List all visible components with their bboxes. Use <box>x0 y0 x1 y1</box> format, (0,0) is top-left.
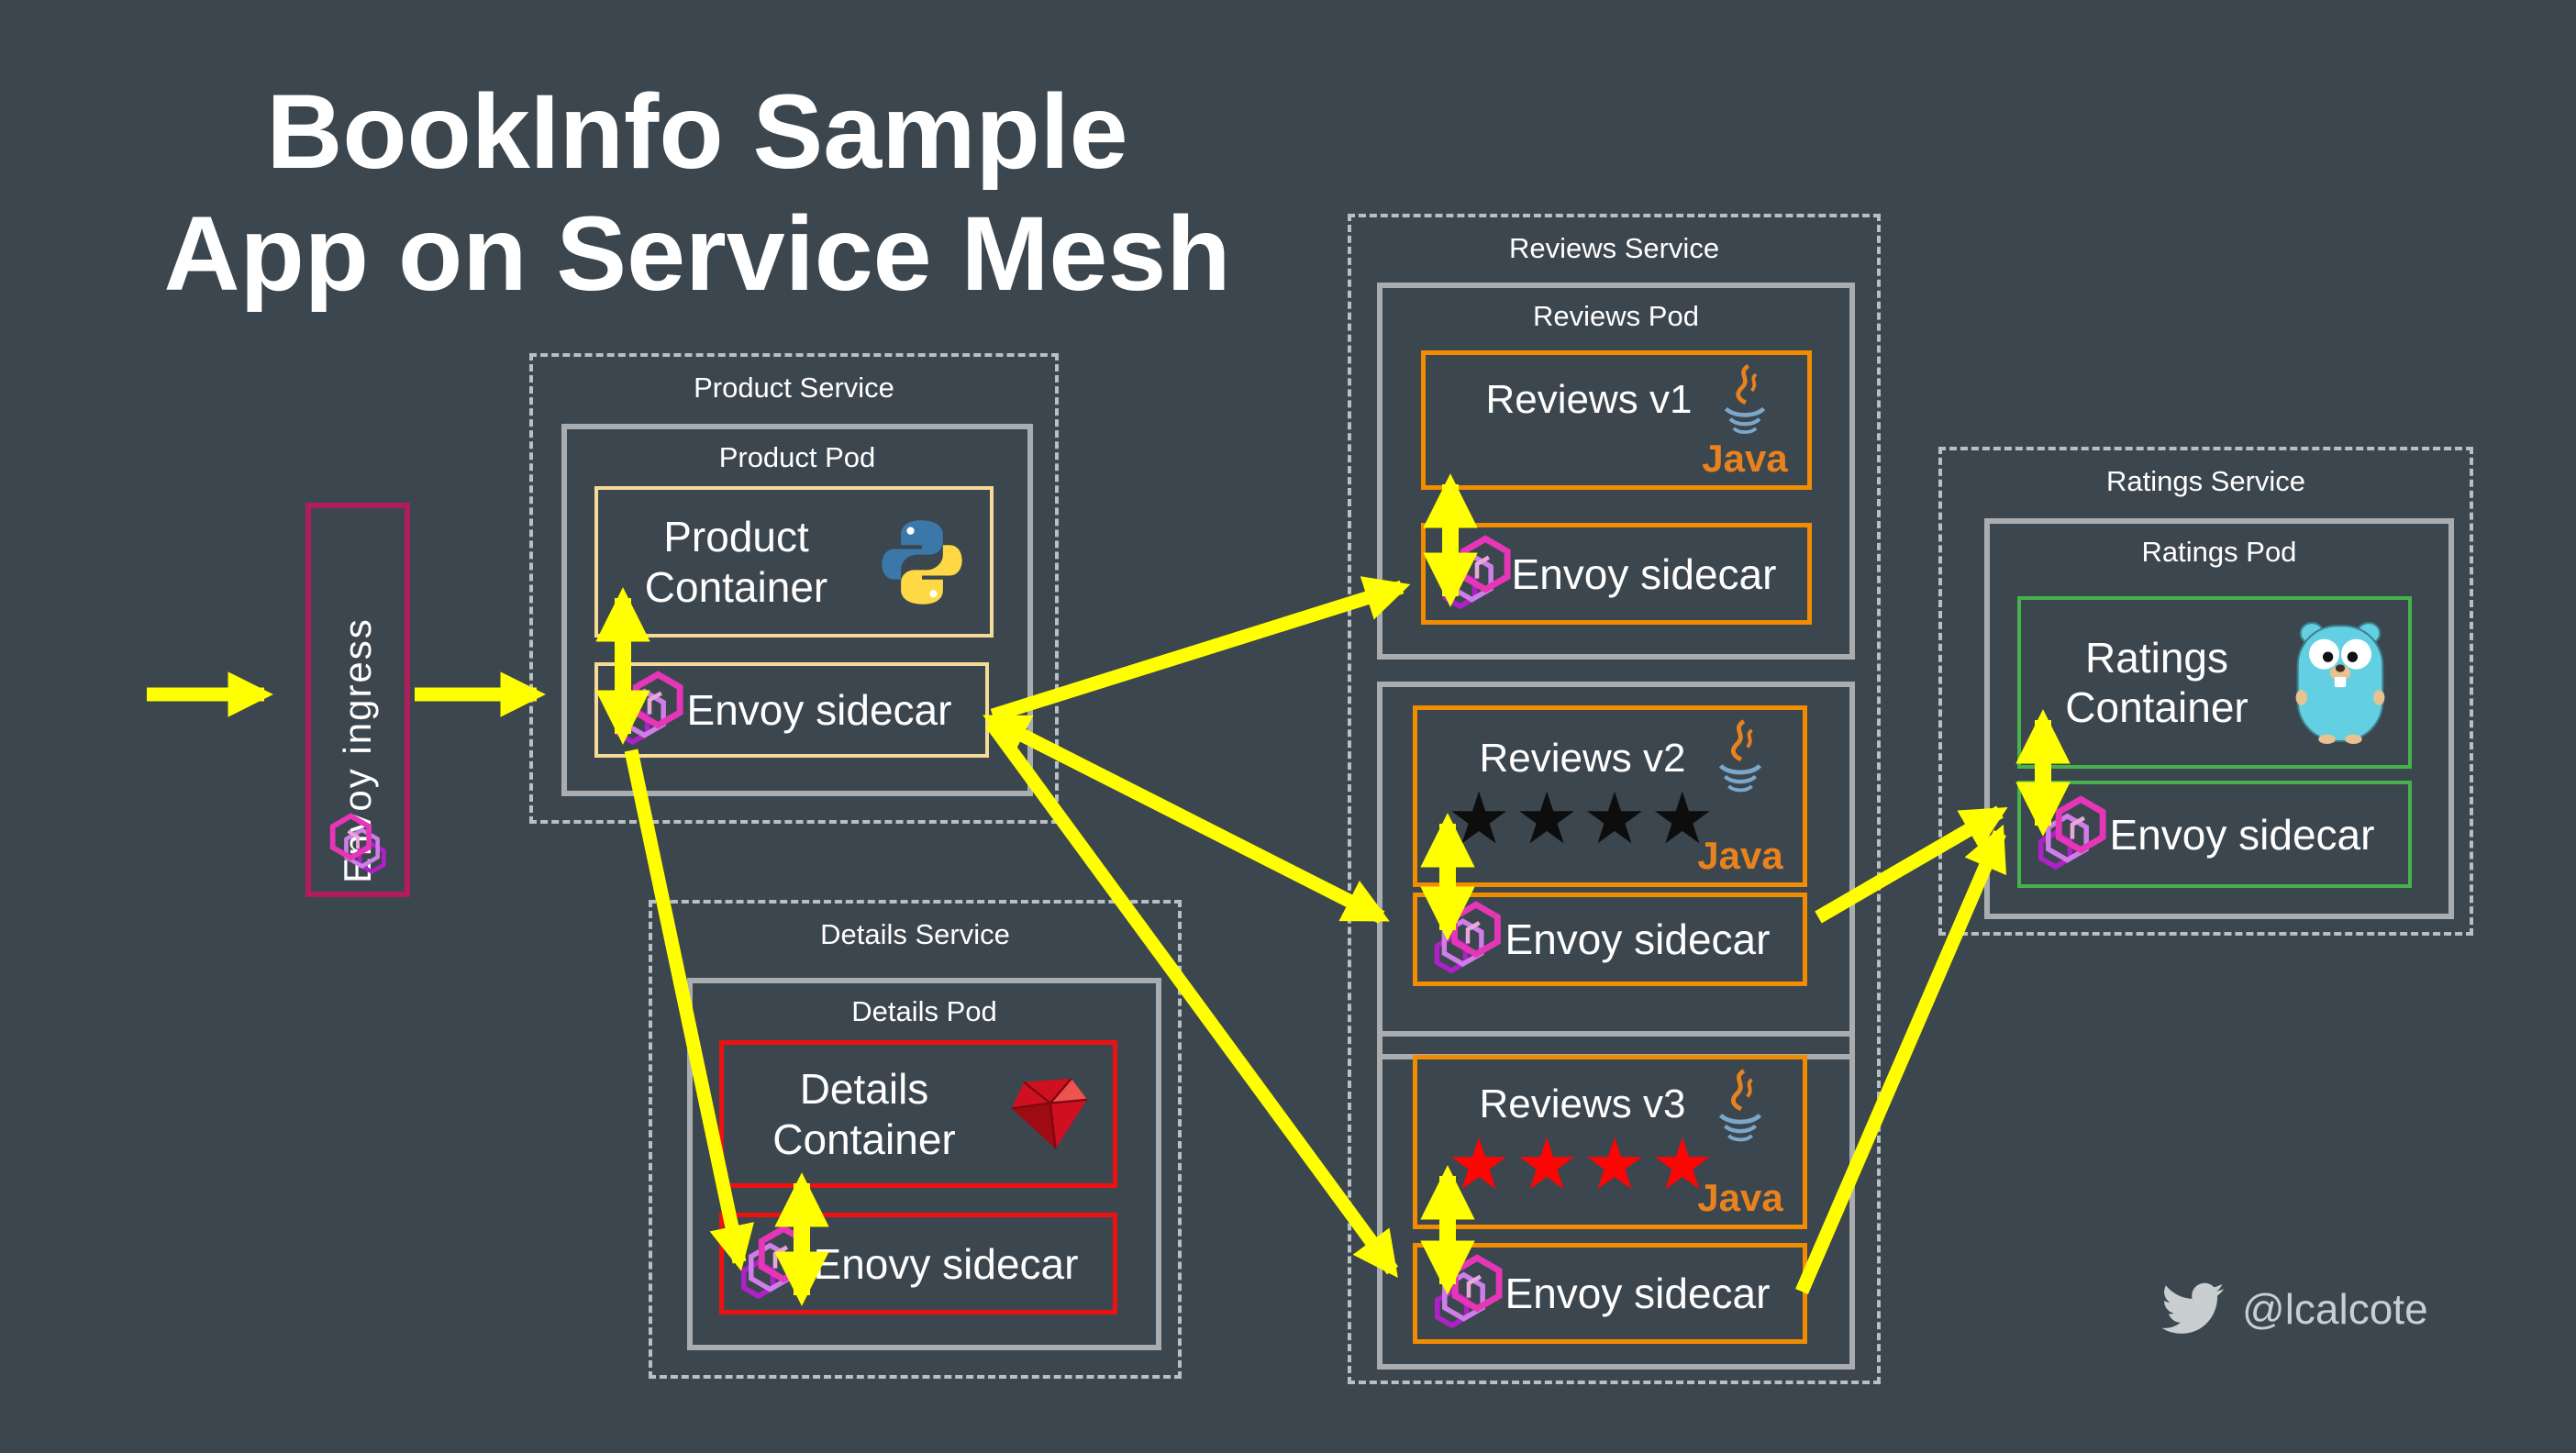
reviews-v3-stars: ★★★★ <box>1447 1124 1718 1205</box>
java-label: Java <box>1702 437 1788 480</box>
envoy-sidecar-icon <box>607 666 692 750</box>
reviews-v2-box: Reviews v2 ★★★★ Java <box>1413 705 1807 887</box>
product-sidecar-label: Envoy sidecar <box>686 686 952 734</box>
envoy-sidecar-icon <box>1427 1249 1511 1334</box>
java-label: Java <box>1697 834 1783 877</box>
ruby-icon <box>1005 1075 1093 1154</box>
ratings-service-box: Ratings Service <box>1938 447 2473 936</box>
python-icon <box>874 515 970 610</box>
go-gopher-icon <box>2293 620 2388 745</box>
twitter-handle: @lcalcote <box>2242 1285 2428 1333</box>
details-service-label: Details Service <box>820 918 1010 950</box>
twitter-attribution: @lcalcote <box>2158 1281 2428 1337</box>
details-container-line1: Details <box>799 1065 929 1114</box>
product-sidecar-box: Envoy sidecar <box>594 662 989 758</box>
ratings-container-line1: Ratings <box>2085 633 2228 682</box>
ratings-container-line2: Container <box>2065 683 2248 731</box>
page-title: BookInfo Sample App on Service Mesh <box>87 72 1307 316</box>
envoy-sidecar-icon <box>1427 896 1509 979</box>
reviews-service-label: Reviews Service <box>1508 232 1720 264</box>
reviews-v1-sidecar-label: Envoy sidecar <box>1511 549 1777 598</box>
reviews-v3-sidecar-box: Envoy sidecar <box>1413 1243 1807 1344</box>
product-container-label: Product Container <box>598 512 874 612</box>
details-container-box: Details Container <box>719 1040 1117 1188</box>
details-sidecar-box: Enovy sidecar <box>719 1213 1117 1314</box>
reviews-v2-content: Reviews v2 ★★★★ <box>1417 736 1803 857</box>
reviews-v1-content: Reviews v1 <box>1426 377 1807 463</box>
ratings-sidecar-label: Envoy sidecar <box>2109 810 2375 859</box>
reviews-v2-sidecar-label: Envoy sidecar <box>1505 915 1771 963</box>
java-icon: Java <box>1693 364 1796 478</box>
product-container-line2: Container <box>644 562 828 611</box>
ratings-container-box: Ratings Container <box>2017 596 2412 769</box>
reviews-pod1-box: Reviews Pod <box>1377 283 1855 660</box>
ratings-pod-box: Ratings Pod <box>1984 518 2454 919</box>
ratings-pod-label: Ratings Pod <box>2141 536 2297 568</box>
ratings-container-label: Ratings Container <box>2021 633 2293 733</box>
product-service-label: Product Service <box>694 372 894 404</box>
envoy-sidecar-icon <box>2030 791 2115 875</box>
reviews-v3-sidecar-label: Envoy sidecar <box>1505 1270 1771 1317</box>
details-container-line2: Container <box>772 1115 956 1163</box>
product-pod-label: Product Pod <box>718 441 876 473</box>
details-container-label: Details Container <box>724 1064 1005 1164</box>
ratings-service-label: Ratings Service <box>2105 465 2306 497</box>
page-title-line2: App on Service Mesh <box>163 195 1231 314</box>
product-container-line1: Product <box>663 513 809 561</box>
reviews-v1-sidecar-box: Envoy sidecar <box>1421 523 1812 625</box>
reviews-v1-title: Reviews v1 <box>1485 377 1693 422</box>
product-container-box: Product Container <box>594 486 994 638</box>
reviews-v1-box: Reviews v1 Java <box>1421 350 1812 490</box>
java-label: Java <box>1697 1176 1783 1219</box>
reviews-v3-content: Reviews v3 ★★★★ <box>1417 1081 1803 1203</box>
envoy-ingress-box: Envoy ingress <box>305 503 410 897</box>
ratings-sidecar-box: Envoy sidecar <box>2017 781 2412 888</box>
envoy-proxy-icon <box>323 809 393 879</box>
details-pod-label: Details Pod <box>851 995 997 1027</box>
page-title-line1: BookInfo Sample <box>266 73 1128 191</box>
reviews-v2-sidecar-box: Envoy sidecar <box>1413 893 1807 986</box>
reviews-v2-stars: ★★★★ <box>1447 778 1718 860</box>
reviews-pod1-label: Reviews Pod <box>1533 300 1699 332</box>
twitter-bird-icon <box>2158 1281 2226 1337</box>
reviews-v2-title: Reviews v2 <box>1479 736 1686 782</box>
java-icon: Java <box>1689 719 1792 875</box>
java-icon: Java <box>1689 1069 1792 1217</box>
reviews-v3-box: Reviews v3 ★★★★ Java <box>1413 1055 1807 1229</box>
envoy-sidecar-icon <box>733 1220 817 1304</box>
reviews-v3-title: Reviews v3 <box>1479 1081 1686 1127</box>
envoy-sidecar-icon <box>1435 530 1519 615</box>
